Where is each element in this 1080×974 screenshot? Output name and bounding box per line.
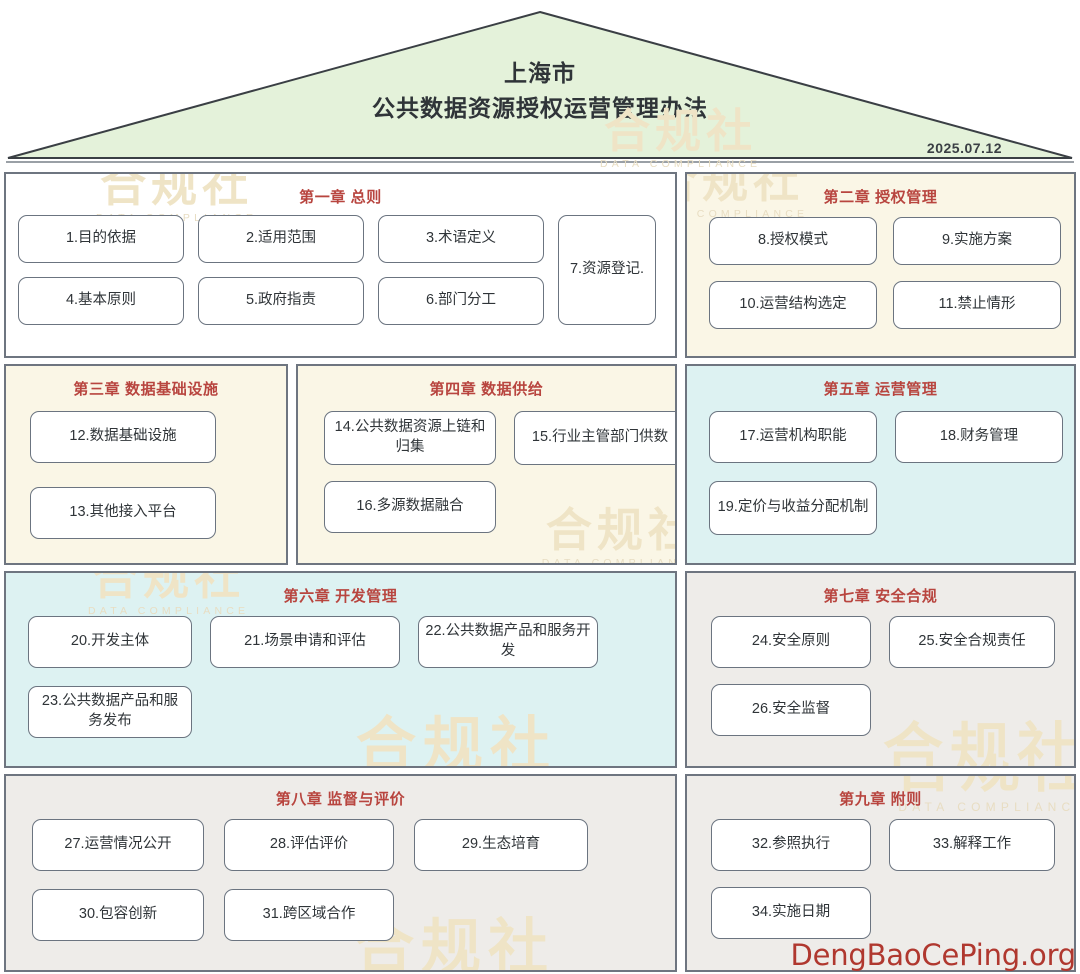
chapter-title-4: 第四章 数据供给 (429, 381, 544, 398)
chapter-title-7: 第七章 安全合规 (823, 588, 938, 605)
chapter-row-3-4: 第三章 数据基础设施 12.数据基础设施 13.其他接入平台 合规社 DATA … (0, 360, 681, 567)
roof-title: 上海市 公共数据资源授权运营管理办法 (0, 58, 1080, 124)
article-box[interactable]: 17.运营机构职能 (709, 411, 877, 463)
article-box[interactable]: 3.术语定义 (378, 215, 544, 263)
chapter-title-2: 第二章 授权管理 (823, 189, 938, 206)
chapter-title-1: 第一章 总则 (299, 189, 382, 206)
article-box[interactable]: 4.基本原则 (18, 277, 184, 325)
chapter-panel-6[interactable]: 合规社 DATA COMPLIANCE 合规社 DATA COMPLIANCE … (4, 571, 677, 768)
article-box[interactable]: 2.适用范围 (198, 215, 364, 263)
article-box[interactable]: 13.其他接入平台 (30, 487, 216, 539)
chapter-panel-7[interactable]: 合规社 DATA COMPLIANCE 第七章 安全合规 24.安全原则 25.… (685, 571, 1076, 768)
chapter-1-articles: 1.目的依据 2.适用范围 3.术语定义 4.基本原则 5.政府指责 6.部门分… (6, 209, 675, 335)
chapter-9-articles: 32.参照执行 33.解释工作 34.实施日期 (687, 811, 1074, 939)
article-box[interactable]: 10.运营结构选定 (709, 281, 877, 329)
chapter-panel-8[interactable]: 合规社 DATA COMPLIANCE 第八章 监督与评价 27.运营情况公开 … (4, 774, 677, 972)
article-box[interactable]: 9.实施方案 (893, 217, 1061, 265)
chapter-5-articles: 17.运营机构职能 18.财务管理 19.定价与收益分配机制 (687, 401, 1074, 535)
chapter-panel-1[interactable]: 合规社 DATA COMPLIANCE 第一章 总则 1.目的依据 2.适用范围… (4, 172, 677, 358)
article-box[interactable]: 33.解释工作 (889, 819, 1055, 871)
article-box[interactable]: 24.安全原则 (711, 616, 871, 668)
article-box[interactable]: 16.多源数据融合 (324, 481, 496, 533)
watermark-en: DATA COMPLIANCE (541, 557, 675, 565)
chapter-6-articles: 20.开发主体 21.场景申请和评估 22.公共数据产品和服务开发 23.公共数… (6, 608, 675, 738)
chapter-title-5: 第五章 运营管理 (823, 381, 938, 398)
title-line-1: 上海市 (504, 60, 576, 86)
article-box[interactable]: 6.部门分工 (378, 277, 544, 325)
article-box[interactable]: 12.数据基础设施 (30, 411, 216, 463)
article-box[interactable]: 8.授权模式 (709, 217, 877, 265)
article-box[interactable]: 27.运营情况公开 (32, 819, 204, 871)
chapter-title-3: 第三章 数据基础设施 (73, 381, 219, 398)
chapter-8-articles: 27.运营情况公开 28.评估评价 29.生态培育 30.包容创新 31.跨区域… (6, 811, 675, 941)
chapter-title-6: 第六章 开发管理 (283, 588, 398, 605)
chapter-title-8: 第八章 监督与评价 (275, 791, 406, 808)
article-box[interactable]: 18.财务管理 (895, 411, 1063, 463)
article-box[interactable]: 20.开发主体 (28, 616, 192, 668)
article-box[interactable]: 28.评估评价 (224, 819, 394, 871)
title-line-2: 公共数据资源授权运营管理办法 (372, 95, 708, 122)
article-box[interactable]: 25.安全合规责任 (889, 616, 1055, 668)
article-box[interactable]: 7.资源登记. (558, 215, 656, 325)
article-box[interactable]: 32.参照执行 (711, 819, 871, 871)
chapter-2-articles: 8.授权模式 9.实施方案 10.运营结构选定 11.禁止情形 (687, 209, 1074, 329)
article-box[interactable]: 30.包容创新 (32, 889, 204, 941)
article-box[interactable]: 21.场景申请和评估 (210, 616, 400, 668)
article-box[interactable]: 22.公共数据产品和服务开发 (418, 616, 598, 668)
roof-header: 合规社 DATA COMPLIANCE 上海市 公共数据资源授权运营管理办法 2… (0, 0, 1080, 170)
article-box[interactable]: 29.生态培育 (414, 819, 588, 871)
chapter-title-9: 第九章 附则 (839, 791, 922, 808)
article-box[interactable]: 14.公共数据资源上链和归集 (324, 411, 496, 465)
article-box[interactable]: 19.定价与收益分配机制 (709, 481, 877, 535)
article-box[interactable]: 31.跨区域合作 (224, 889, 394, 941)
chapter-3-articles: 12.数据基础设施 13.其他接入平台 (6, 401, 286, 539)
document-date: 2025.07.12 (926, 140, 1002, 156)
article-box[interactable]: 15.行业主管部门供数 (514, 411, 675, 465)
chapter-4-articles: 14.公共数据资源上链和归集 15.行业主管部门供数 16.多源数据融合 (298, 401, 675, 533)
article-box[interactable]: 26.安全监督 (711, 684, 871, 736)
roof-triangle-icon (6, 10, 1074, 163)
article-box[interactable]: 11.禁止情形 (893, 281, 1061, 329)
article-box[interactable]: 23.公共数据产品和服务发布 (28, 686, 192, 738)
chapter-panel-2[interactable]: 合规社 DATA COMPLIANCE 第二章 授权管理 8.授权模式 9.实施… (685, 172, 1076, 358)
article-box[interactable]: 5.政府指责 (198, 277, 364, 325)
chapter-panel-4[interactable]: 合规社 DATA COMPLIANCE 第四章 数据供给 14.公共数据资源上链… (296, 364, 677, 565)
chapter-7-articles: 24.安全原则 25.安全合规责任 26.安全监督 (687, 608, 1074, 736)
site-brand-watermark: DengBaoCePing.org (790, 938, 1076, 972)
chapter-panel-3[interactable]: 第三章 数据基础设施 12.数据基础设施 13.其他接入平台 (4, 364, 288, 565)
chapters-grid: 合规社 DATA COMPLIANCE 第一章 总则 1.目的依据 2.适用范围… (0, 168, 1080, 974)
article-box[interactable]: 34.实施日期 (711, 887, 871, 939)
chapter-panel-5[interactable]: 第五章 运营管理 17.运营机构职能 18.财务管理 19.定价与收益分配机制 (685, 364, 1076, 565)
article-box[interactable]: 1.目的依据 (18, 215, 184, 263)
